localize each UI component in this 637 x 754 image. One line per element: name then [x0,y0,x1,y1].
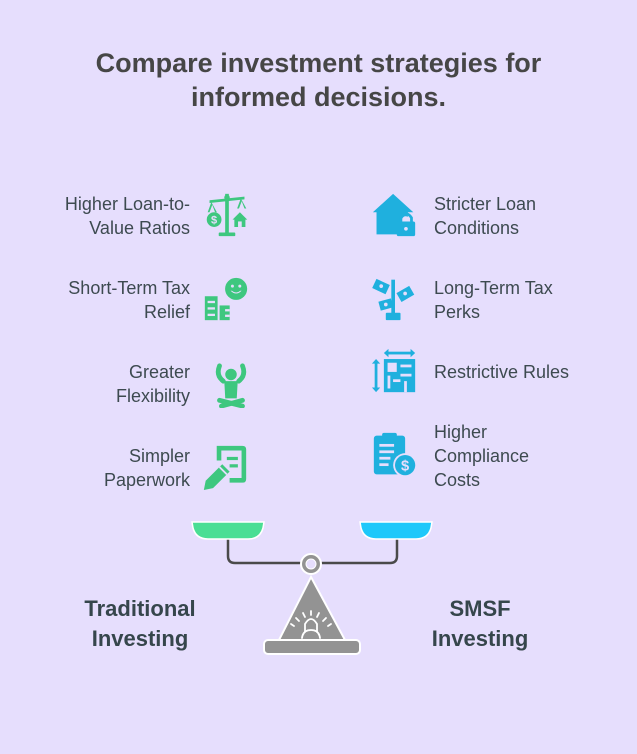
item-higher-ltv: Higher Loan-to- Value Ratios $ [0,192,260,242]
item-simpler-paperwork: Simpler Paperwork [0,444,260,494]
item-text-line: Restrictive Rules [434,362,570,382]
item-greater-flexibility: Greater Flexibility [0,360,260,410]
item-text-line: Simpler [128,446,190,466]
document-pencil-icon [203,445,247,490]
item-text-line: Conditions [434,218,520,238]
label-line: Investing [431,626,529,651]
title-line-2: informed decisions. [190,82,447,112]
item-text-line: Compliance [434,446,530,466]
item-text-line: Costs [434,470,481,490]
item-text-line: Higher Loan-to- [64,194,190,214]
floorplan-dimensions-icon [371,348,416,393]
item-text-line: Long-Term Tax [434,278,553,298]
item-short-term-tax: Short-Term Tax Relief [0,276,260,326]
svg-text:$: $ [401,459,409,475]
item-text-line: Value Ratios [89,218,190,238]
traditional-investing-label: Traditional Investing [60,594,220,654]
item-higher-compliance: $ Higher Compliance Costs [370,420,630,492]
smsf-investing-label: SMSF Investing [400,594,560,654]
scale-money-house-icon: $ [206,193,248,237]
item-text-line: Higher [434,422,488,442]
item-long-term-tax: Long-Term Tax Perks [370,276,630,326]
money-plant-icon [372,278,415,321]
clipboard-dollar-icon: $ [373,432,418,478]
item-text-line: Perks [434,302,481,322]
svg-text:$: $ [211,215,217,227]
item-text-line: Paperwork [103,470,190,490]
page-title: Compare investment strategies for inform… [0,46,637,114]
yoga-person-icon [215,363,247,408]
house-lock-icon [372,193,416,237]
title-line-1: Compare investment strategies for [95,48,542,78]
item-text-line: Stricter Loan [434,194,537,214]
item-text-line: Flexibility [115,386,190,406]
label-line: SMSF [449,596,511,621]
item-stricter-loan: Stricter Loan Conditions [370,192,630,242]
alert-light-icon [290,610,332,639]
item-text-line: Greater [128,362,190,382]
buildings-smile-icon [204,277,248,321]
item-restrictive-rules: Restrictive Rules [370,348,630,398]
item-text-line: Short-Term Tax [68,278,190,298]
left-pan [191,521,265,540]
right-pan [359,521,433,540]
item-text-line: Relief [143,302,190,322]
label-line: Traditional [84,596,196,621]
label-line: Investing [91,626,189,651]
